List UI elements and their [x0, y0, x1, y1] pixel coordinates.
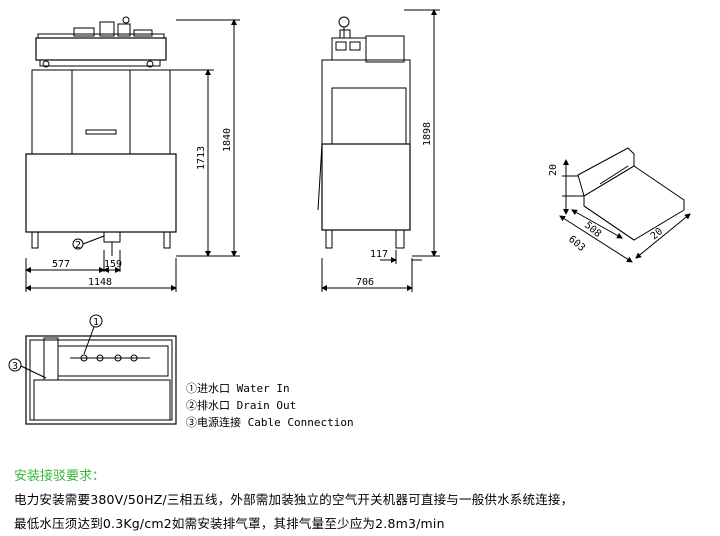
dim-tray-edge: 20 [649, 226, 665, 242]
marker-2-front: 2 [75, 240, 81, 251]
dim-tray-width-b: 603 [566, 234, 587, 254]
legend-water-in: ①进水口 Water In [186, 382, 290, 395]
front-view [25, 16, 240, 292]
dim-front-total-height: 1840 [222, 128, 233, 152]
top-view [8, 314, 177, 425]
dim-tray-width-a: 508 [582, 220, 603, 240]
dim-side-total-height: 1898 [422, 122, 433, 146]
side-view [317, 9, 440, 292]
requirements-line-1: 电力安装需要380V/50HZ/三相五线，外部需加装独立的空气开关机器可直接与一… [14, 492, 574, 507]
dim-side-offset: 117 [370, 249, 388, 260]
connection-legend: ①进水口 Water In ②排水口 Drain Out ③电源连接 Cable… [186, 380, 354, 431]
requirements-line-2: 最低水压须达到0.3Kg/cm2如需安装排气罩，其排气量至少应为2.8m3/mi… [14, 516, 445, 531]
legend-cable-connection: ③电源连接 Cable Connection [186, 416, 354, 429]
dim-front-total-width: 1148 [88, 277, 112, 288]
requirements-title: 安装接驳要求： [14, 469, 106, 484]
dim-tray-height: 20 [548, 164, 559, 176]
dim-front-offset-a: 577 [52, 259, 70, 270]
dim-front-inner-height: 1713 [196, 146, 207, 170]
marker-3-top: 3 [12, 361, 18, 372]
dim-front-offset-b: 159 [104, 259, 122, 270]
marker-1-top: 1 [93, 317, 99, 328]
dim-side-width: 706 [356, 277, 374, 288]
tray-view [559, 147, 691, 263]
legend-drain-out: ②排水口 Drain Out [186, 399, 297, 412]
